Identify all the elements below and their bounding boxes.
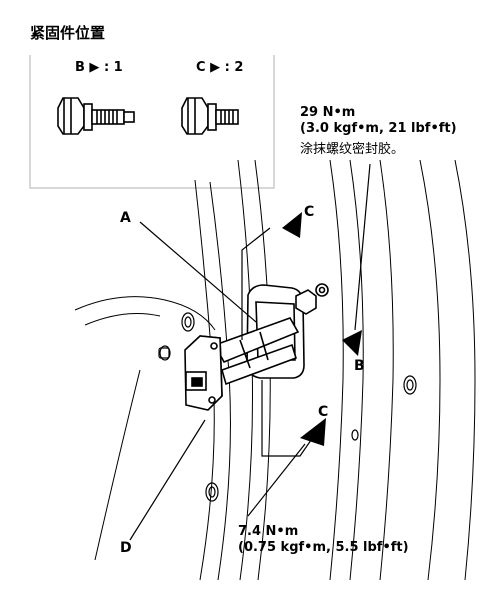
leader-lines — [129, 163, 371, 541]
b-marker-icon — [342, 330, 362, 356]
bolt-b-icon — [57, 97, 135, 135]
label-c-bottom: C — [318, 404, 329, 420]
spec-bottom-alt: (0.75 kgf•m, 5.5 lbf•ft) — [238, 540, 409, 555]
spec-top-torque: 29 N•m — [300, 105, 356, 120]
legend-title: 紧固件位置 — [30, 24, 106, 42]
door-checker-icon — [184, 283, 329, 411]
label-b: B — [354, 358, 365, 374]
spec-top-note: 涂抹螺纹密封胶。 — [300, 142, 405, 157]
panel-holes — [158, 312, 417, 502]
label-d: D — [120, 540, 132, 556]
mount-path-line-lower — [261, 380, 319, 457]
c-marker-top-icon — [282, 212, 302, 238]
c-marker-bottom-icon — [300, 418, 326, 446]
legend-box-border — [29, 55, 275, 189]
bolt-c-icon — [181, 97, 239, 135]
legend-bolt-c-label: C ▶ : 2 — [196, 60, 244, 75]
label-c-top: C — [304, 204, 315, 220]
label-a: A — [120, 210, 131, 226]
spec-top-alt: (3.0 kgf•m, 21 lbf•ft) — [300, 121, 457, 136]
spec-bottom-torque: 7.4 N•m — [238, 524, 299, 539]
legend-bolt-b-label: B ▶ : 1 — [75, 60, 123, 75]
